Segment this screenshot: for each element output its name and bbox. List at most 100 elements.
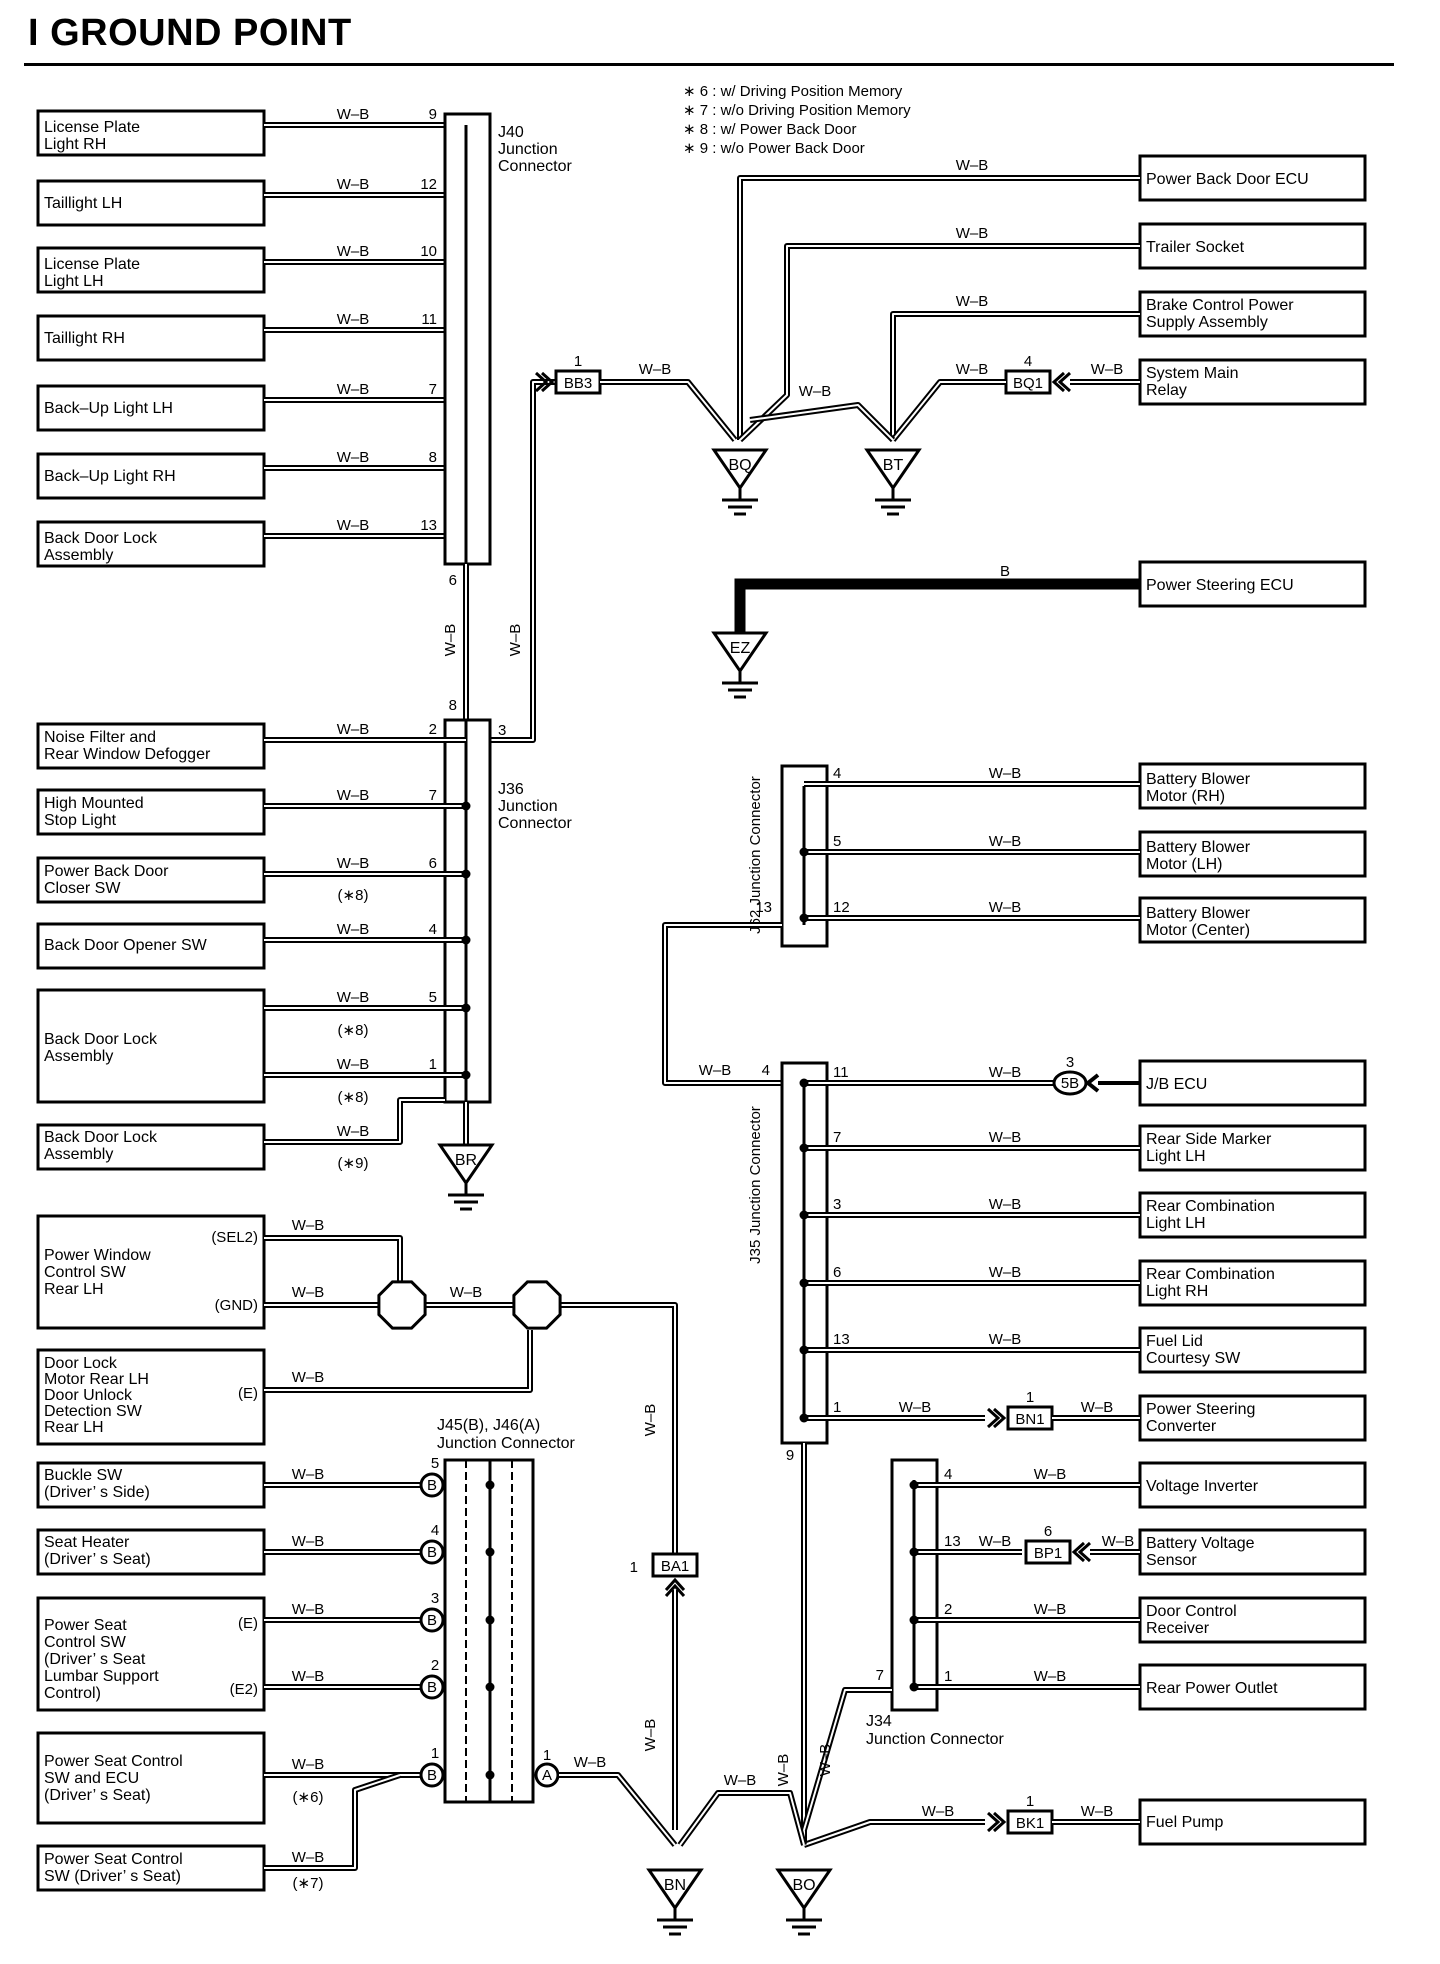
wire-color-label: W–B bbox=[956, 157, 989, 174]
connector-pin-b bbox=[419, 1607, 445, 1633]
component-label: SW (Driver’ s Seat) bbox=[44, 1868, 181, 1885]
inline-connector-bn1-pin: 1 bbox=[1026, 1389, 1034, 1406]
wire-j62-j35 bbox=[662, 922, 804, 1086]
ground-triangle bbox=[437, 1143, 495, 1186]
component-label: Assembly bbox=[44, 547, 113, 564]
component-label: Control) bbox=[44, 1685, 101, 1702]
pin-number: 11 bbox=[833, 1064, 849, 1081]
splice-dot bbox=[799, 1078, 809, 1088]
pin-number: 3 bbox=[833, 1196, 841, 1213]
pin-number: 1 bbox=[630, 1559, 638, 1576]
component-box-door-lock-motor bbox=[36, 1348, 266, 1446]
wire-j34-bo-core bbox=[803, 1689, 892, 1831]
wire-color-label: W–B bbox=[989, 1064, 1022, 1081]
wire-color-label: W–B bbox=[292, 1756, 325, 1773]
wire-color-label: W–B bbox=[337, 243, 370, 260]
pin-number: 7 bbox=[429, 787, 437, 804]
splice-point-2 bbox=[512, 1280, 562, 1330]
pin-number: 3 bbox=[498, 722, 506, 739]
component-label: Power Steering bbox=[1146, 1401, 1255, 1418]
wire-color-label: W–B bbox=[642, 1719, 659, 1752]
pin-number: 4 bbox=[944, 1466, 952, 1483]
inline-connector-bp1-label: BP1 bbox=[1034, 1545, 1062, 1562]
component-label: Power Back Door ECU bbox=[1146, 171, 1309, 188]
connector-label-j36: Junction bbox=[498, 798, 558, 815]
pin-number: 6 bbox=[429, 855, 437, 872]
component-label: Converter bbox=[1146, 1418, 1217, 1435]
wire-door-lock-e-core bbox=[264, 1330, 531, 1391]
splice-dot bbox=[461, 1003, 471, 1013]
wire-color-label: W–B bbox=[292, 1533, 325, 1550]
connector-pin-b-letter: B bbox=[427, 1477, 437, 1494]
note-8: ∗ 8 : w/ Power Back Door bbox=[683, 121, 856, 138]
terminal-label: (E) bbox=[238, 1385, 258, 1402]
wire-color-label: W–B bbox=[699, 1062, 732, 1079]
wire-j46-bn-core bbox=[559, 1774, 676, 1846]
component-label: Sensor bbox=[1146, 1552, 1197, 1569]
pin-number: 8 bbox=[449, 697, 457, 714]
pin-number: 6 bbox=[833, 1264, 841, 1281]
component-label: Power Steering ECU bbox=[1146, 577, 1294, 594]
connector-arrow-icon bbox=[1084, 1073, 1140, 1093]
wire-color-label: W–B bbox=[799, 383, 832, 400]
chevron-icon bbox=[986, 1811, 1007, 1833]
component-box-j35-4 bbox=[1138, 1259, 1367, 1307]
pin-number: 7 bbox=[833, 1129, 841, 1146]
splice-dot bbox=[461, 1070, 471, 1080]
wire-color-label: W–B bbox=[292, 1849, 325, 1866]
component-label: Door Control bbox=[1146, 1603, 1237, 1620]
note-6: ∗ 6 : w/ Driving Position Memory bbox=[683, 83, 903, 100]
wire-lock-9-core bbox=[264, 1099, 445, 1143]
splice-dot bbox=[461, 869, 471, 879]
wire-color-label: W–B bbox=[989, 833, 1022, 850]
splice-dot bbox=[799, 847, 809, 857]
splice-dot bbox=[799, 913, 809, 923]
chevron-icon bbox=[1051, 371, 1072, 393]
chevron-icon bbox=[534, 371, 555, 393]
wire-j36-bb3 bbox=[490, 379, 556, 743]
wire-color-label: W–B bbox=[337, 787, 370, 804]
splice-dot bbox=[909, 1480, 919, 1490]
wire-bq1-bt bbox=[890, 379, 1006, 442]
connector-label-j34: J34 bbox=[866, 1713, 892, 1730]
inline-connector-bb3-pin: 1 bbox=[574, 353, 582, 370]
component-label: Light RH bbox=[1146, 1283, 1208, 1300]
component-box-power-steering-ecu bbox=[1138, 560, 1367, 608]
wire-color-label: W–B bbox=[337, 1056, 370, 1073]
pin-number: 13 bbox=[755, 899, 772, 916]
ground-bn: BN bbox=[646, 1868, 704, 1936]
inline-connector-5b-label: 5B bbox=[1061, 1075, 1079, 1092]
component-box-left-5 bbox=[36, 384, 266, 432]
inline-connector-bn1-label: BN1 bbox=[1015, 1411, 1044, 1428]
component-box-j34-4 bbox=[1138, 1663, 1367, 1711]
component-box-left-6 bbox=[36, 452, 266, 500]
pin-number: 1 bbox=[944, 1668, 952, 1685]
component-box-blower-1 bbox=[1138, 762, 1367, 810]
component-label: Back–Up Light LH bbox=[44, 400, 173, 417]
wire-sel2 bbox=[264, 1235, 403, 1290]
pin-number: 1 bbox=[431, 1745, 439, 1762]
ground-label: BO bbox=[792, 1877, 815, 1894]
connector-pin-a-letter: A bbox=[542, 1767, 552, 1784]
terminal-label: (E2) bbox=[230, 1681, 258, 1698]
inline-connector-bq1-chevrons bbox=[1051, 371, 1072, 393]
component-label: Fuel Lid bbox=[1146, 1333, 1203, 1350]
component-label: Stop Light bbox=[44, 812, 117, 829]
pin-number: 3 bbox=[431, 1590, 439, 1607]
pin-number: 12 bbox=[420, 176, 437, 193]
pin-number: 9 bbox=[786, 1447, 794, 1464]
component-box-j34-3 bbox=[1138, 1596, 1367, 1644]
wire-color-label: W–B bbox=[956, 225, 989, 242]
pin-number: 10 bbox=[420, 243, 437, 260]
component-label: (Driver’ s Side) bbox=[44, 1484, 150, 1501]
terminal-label: (SEL2) bbox=[211, 1229, 258, 1246]
wire-color-label: W–B bbox=[337, 176, 370, 193]
terminal-label: (E) bbox=[238, 1615, 258, 1632]
chevron-icon bbox=[664, 1577, 686, 1598]
pin-number: 4 bbox=[429, 921, 437, 938]
splice-dot bbox=[485, 1480, 495, 1490]
splice-dot bbox=[799, 1143, 809, 1153]
splice-dot bbox=[461, 801, 471, 811]
component-label: Power Seat bbox=[44, 1617, 127, 1634]
inline-connector-bb3-chevrons bbox=[534, 371, 555, 393]
